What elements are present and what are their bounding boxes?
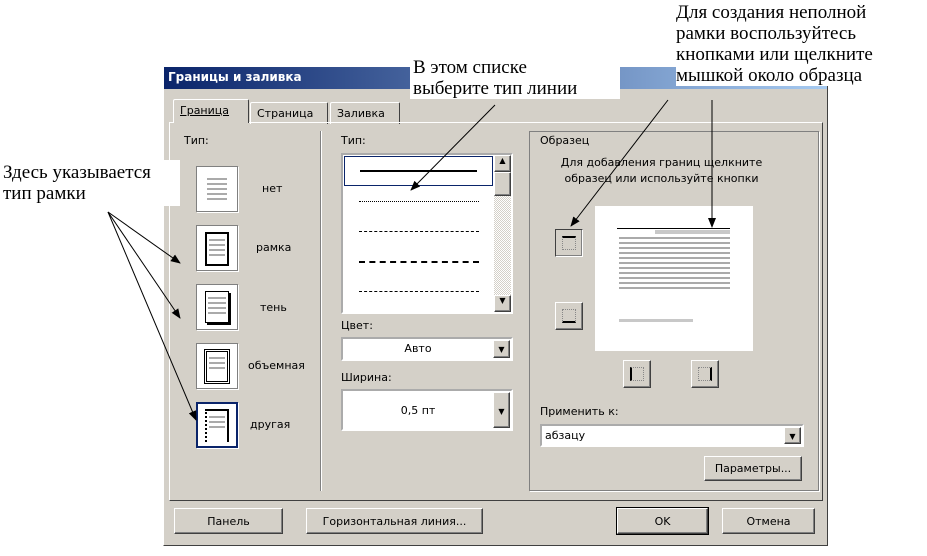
- custom-icon: [205, 409, 229, 442]
- setting-shadow-label: тень: [260, 301, 287, 314]
- arrow-to-top-border-button: [570, 99, 669, 227]
- shadow-icon: [205, 291, 229, 323]
- chevron-down-icon[interactable]: ▼: [493, 392, 510, 428]
- line-style-list[interactable]: ▲ ▼: [341, 153, 513, 314]
- width-value: 0,5 пт: [400, 404, 436, 417]
- tab-shading[interactable]: Заливка: [330, 102, 400, 124]
- preview-text-lines: [619, 234, 730, 292]
- left-border-button[interactable]: [623, 360, 651, 388]
- toolbar-button[interactable]: Панель: [174, 508, 283, 534]
- tab-border[interactable]: Граница: [173, 99, 249, 123]
- width-label: Ширина:: [341, 371, 392, 384]
- tab-page[interactable]: Страница: [250, 102, 328, 124]
- color-label: Цвет:: [341, 319, 373, 332]
- line-style-dash-dot[interactable]: [359, 291, 479, 292]
- scrollbar[interactable]: ▲ ▼: [494, 155, 511, 312]
- setting-box-label: рамка: [256, 241, 292, 254]
- top-border-button[interactable]: [555, 229, 583, 257]
- style-label: Тип:: [341, 134, 366, 147]
- apply-to-dropdown[interactable]: абзацу ▼: [540, 424, 804, 447]
- apply-to-label: Применить к:: [540, 405, 619, 418]
- left-border-icon: [630, 367, 644, 381]
- preview-label: Образец: [540, 134, 590, 147]
- line-style-dotted[interactable]: [359, 201, 479, 202]
- setting-shadow-button[interactable]: [196, 284, 238, 330]
- arrow-to-custom: [107, 211, 197, 421]
- line-style-dashed[interactable]: [359, 231, 479, 232]
- setting-3d-label: объемная: [248, 359, 305, 372]
- setting-custom-button[interactable]: [196, 402, 238, 448]
- scroll-up-icon[interactable]: ▲: [494, 155, 511, 172]
- page-icon: [207, 178, 227, 200]
- setting-custom-label: другая: [250, 418, 291, 431]
- apply-to-value: абзацу: [545, 429, 586, 442]
- setting-3d-button[interactable]: [196, 343, 238, 389]
- line-style-long-dash[interactable]: [359, 261, 479, 263]
- horizontal-line-button[interactable]: Горизонтальная линия...: [306, 508, 483, 534]
- scroll-down-icon[interactable]: ▼: [494, 295, 511, 312]
- tab-panel: [169, 122, 823, 501]
- arrow-to-shadow: [107, 211, 181, 319]
- color-dropdown[interactable]: Авто ▼: [341, 337, 513, 361]
- options-button[interactable]: Параметры...: [704, 456, 802, 481]
- box-icon: [205, 232, 229, 266]
- right-border-button[interactable]: [691, 360, 719, 388]
- color-value: Авто: [404, 342, 432, 355]
- bottom-border-button[interactable]: [555, 302, 583, 330]
- setting-label: Тип:: [184, 134, 209, 147]
- arrow-to-box: [107, 211, 181, 264]
- bottom-border-icon: [562, 309, 576, 323]
- ok-button[interactable]: OK: [616, 507, 709, 535]
- top-border-icon: [562, 236, 576, 250]
- chevron-down-icon[interactable]: ▼: [784, 427, 801, 444]
- setting-box-button[interactable]: [196, 225, 238, 271]
- setting-none-button[interactable]: [196, 166, 238, 212]
- cancel-button[interactable]: Отмена: [722, 508, 815, 534]
- chevron-down-icon[interactable]: ▼: [493, 340, 510, 358]
- preview-hint-2: образец или используйте кнопки: [564, 172, 759, 185]
- right-border-icon: [698, 367, 712, 381]
- setting-none-label: нет: [262, 182, 283, 195]
- preview-area[interactable]: [595, 206, 753, 351]
- 3d-icon: [204, 349, 230, 384]
- preview-group: [529, 131, 819, 491]
- borders-shading-dialog: Границы и заливка Граница Страница Залив…: [163, 66, 828, 546]
- divider: [320, 131, 322, 491]
- width-dropdown[interactable]: 0,5 пт ▼: [341, 389, 513, 431]
- scroll-thumb[interactable]: [494, 172, 511, 196]
- arrow-to-line-list: [410, 104, 496, 191]
